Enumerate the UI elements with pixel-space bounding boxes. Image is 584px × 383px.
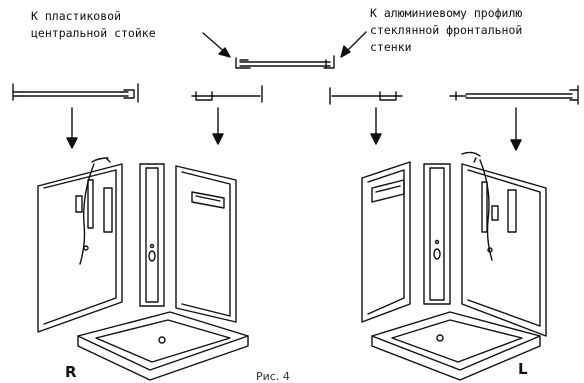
cabin-l-back-panel: [461, 163, 547, 337]
down-arrow-3: [370, 107, 382, 145]
cabin-r-center-column: [139, 163, 165, 307]
cabin-l-shelf: [371, 179, 405, 203]
cabin-l: [361, 151, 547, 381]
variant-l-letter: L: [518, 360, 528, 378]
profile-detail-2: [191, 85, 263, 103]
profile-detail-top: [235, 55, 335, 69]
cabin-r: [37, 157, 249, 381]
cabin-l-side-panel: [361, 161, 411, 323]
callout-arrow-right: [340, 31, 367, 58]
label-plastic-post: К пластиковой центральной стойке: [31, 8, 156, 42]
label-aluminum-profile-line1: К алюминиевому профилю: [370, 6, 523, 20]
cabin-r-shelf: [191, 191, 225, 209]
label-aluminum-profile: К алюминиевому профилю стеклянной фронта…: [370, 5, 522, 56]
label-plastic-post-line2: центральной стойке: [31, 26, 156, 40]
profile-detail-3: [329, 87, 403, 105]
cabin-l-shower-head: [461, 151, 481, 163]
down-arrow-2: [212, 107, 224, 145]
cabin-r-back-panel: [37, 163, 123, 333]
cabin-l-center-column: [423, 163, 451, 305]
down-arrow-1: [66, 107, 78, 149]
profile-detail-4: [449, 85, 579, 105]
cabin-r-shower-head: [91, 157, 111, 163]
callout-arrow-left: [202, 32, 231, 58]
cabin-r-side-panel: [175, 165, 237, 323]
label-plastic-post-line1: К пластиковой: [31, 9, 122, 23]
label-aluminum-profile-line3: стенки: [370, 40, 412, 54]
down-arrow-4: [510, 107, 522, 151]
variant-r-letter: R: [65, 363, 77, 381]
figure-caption: Рис. 4: [256, 370, 290, 383]
label-aluminum-profile-line2: стеклянной фронтальной: [370, 23, 523, 37]
profile-detail-1: [12, 83, 139, 103]
